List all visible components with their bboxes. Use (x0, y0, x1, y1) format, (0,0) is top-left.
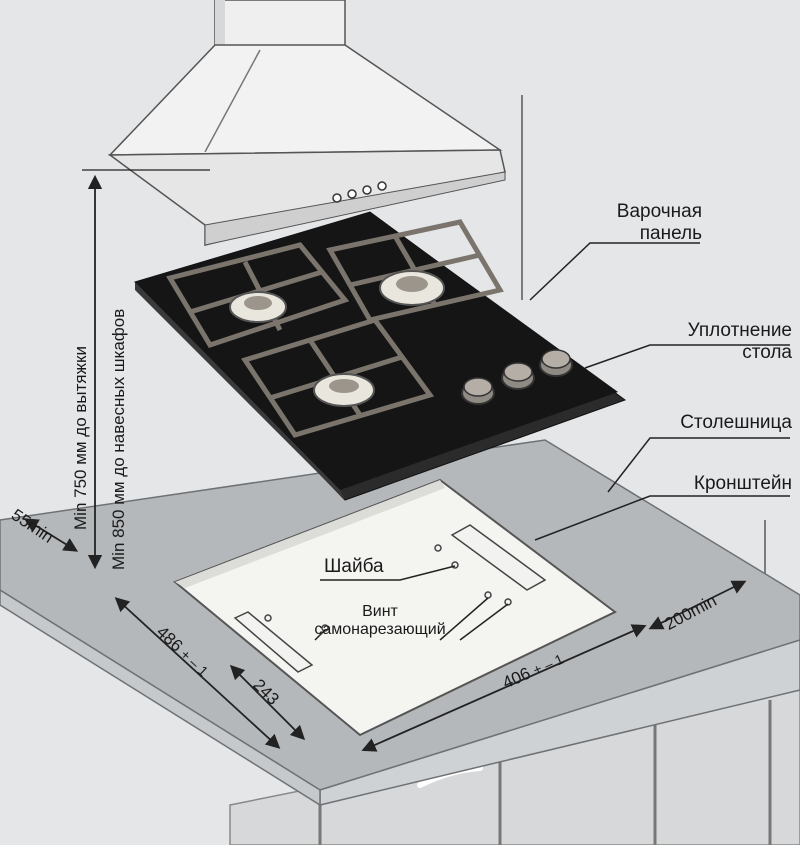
leader-lines (314, 242, 790, 641)
dim-width (361, 624, 647, 752)
hood-button (377, 181, 387, 191)
label-countertop: Столешница (680, 412, 792, 433)
control-knobs (461, 349, 573, 405)
label-screw: Винт самонарезающий (290, 603, 470, 639)
screw (484, 591, 492, 599)
dim-front (23, 518, 79, 552)
label-hob-line2: панель (639, 223, 702, 244)
label-screw-line1: Винт (362, 603, 398, 620)
label-hob-line1: Варочная (616, 201, 702, 222)
label-washer: Шайба (324, 556, 384, 577)
hood-button (362, 185, 372, 195)
label-seal-line1: Уплотнение (687, 320, 792, 341)
label-bracket: Кронштейн (693, 473, 792, 494)
label-seal-line2: стола (742, 342, 792, 363)
label-cabinet-clearance: Min 850 мм до навесных шкафов (109, 308, 128, 570)
bracket (450, 524, 547, 591)
hood-button (347, 189, 357, 199)
label-hob: Варочная панель (590, 201, 702, 245)
hood-button (332, 193, 342, 203)
label-seal: Уплотнение стола (640, 320, 792, 364)
label-hood-clearance: Min 750 мм до вытяжки (71, 346, 90, 530)
dimension-lines (23, 169, 747, 752)
dim-offset (229, 664, 306, 741)
screw (434, 544, 442, 552)
dim-side (648, 580, 747, 630)
screw (264, 614, 272, 622)
label-screw-line2: самонарезающий (314, 621, 446, 638)
gas-hob (134, 211, 627, 501)
range-hood (107, 0, 506, 246)
screw (504, 598, 512, 606)
